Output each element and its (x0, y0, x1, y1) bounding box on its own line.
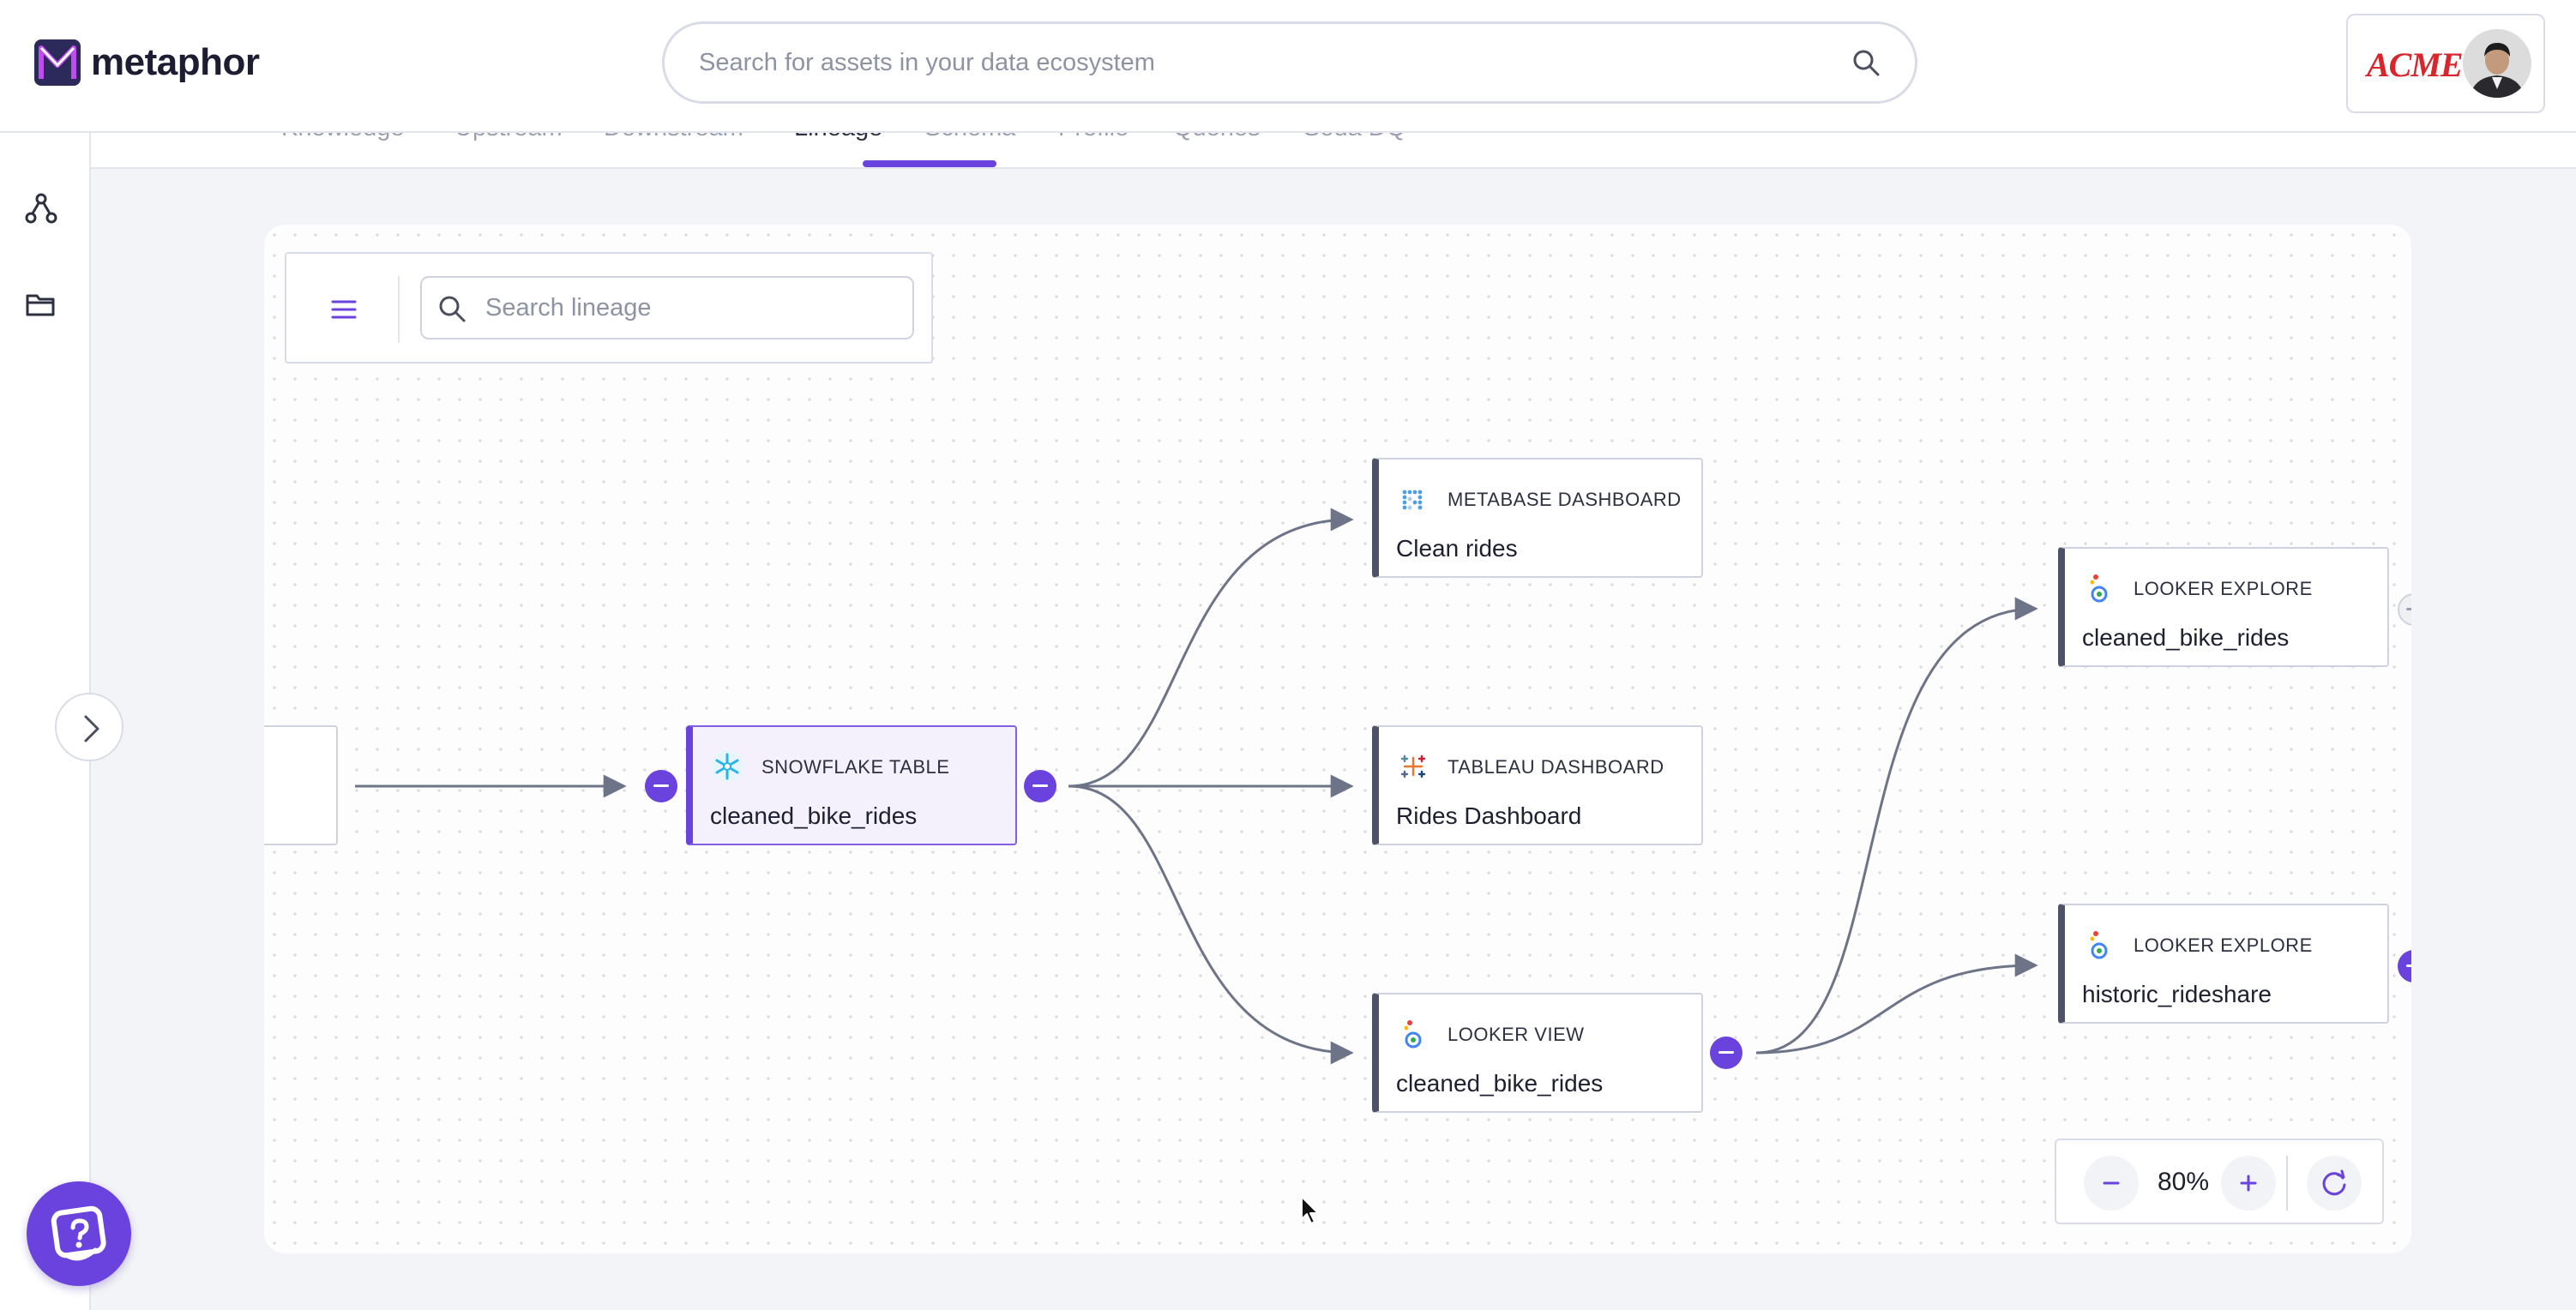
node-name: cleaned_bike_rides (2082, 624, 2290, 651)
avatar-portrait-icon (2463, 29, 2531, 98)
edge-snowflake-to-metabase (1068, 508, 1354, 788)
search-icon (439, 296, 466, 322)
collapse-downstream-button[interactable] (2398, 950, 2411, 982)
brand-name: metaphor (91, 41, 260, 83)
edge-looker-view-to-explore-2 (1755, 953, 2038, 1055)
node-name: Rides Dashboard (1396, 802, 1582, 829)
metabase-icon (1402, 490, 1423, 510)
zoom-out-button[interactable] (2084, 1156, 2139, 1211)
lineage-node-snowflake-table[interactable]: SNOWFLAKE TABLE cleaned_bike_rides (686, 725, 1017, 845)
edge-snowflake-to-looker-view (1068, 784, 1354, 1065)
node-type-label: LOOKER EXPLORE (2134, 934, 2313, 956)
reset-view-button[interactable] (2307, 1156, 2362, 1211)
folder-icon[interactable] (24, 287, 58, 321)
metaphor-logo-icon (34, 39, 81, 86)
entity-tab-bar: Knowledge Upstream Downstream Lineage Sc… (91, 114, 2576, 169)
node-name: cleaned_bike_rides (1396, 1070, 1604, 1097)
mouse-cursor-icon (1301, 1196, 1319, 1224)
tableau-icon (1400, 754, 1426, 778)
collapse-upstream-button[interactable] (645, 770, 677, 802)
chevron-right-icon (84, 715, 99, 742)
collapse-downstream-button[interactable] (1710, 1037, 1742, 1069)
lineage-node-looker-explore[interactable]: LOOKER EXPLORE historic_rideshare (2058, 904, 2389, 1024)
node-type-label: METABASE DASHBOARD (1447, 489, 1682, 510)
lineage-toolbox (285, 252, 933, 364)
zoom-controls: 80% (2055, 1139, 2384, 1224)
lineage-edges (355, 508, 2038, 1065)
node-type-label: LOOKER VIEW (1447, 1024, 1585, 1045)
node-name: cleaned_bike_rides (710, 802, 918, 829)
refresh-icon (2322, 1169, 2346, 1196)
lineage-node-tableau-dashboard[interactable]: TABLEAU DASHBOARD Rides Dashboard (1372, 725, 1703, 845)
node-type-label: TABLEAU DASHBOARD (1447, 756, 1664, 778)
looker-icon (2090, 574, 2108, 603)
snowflake-icon (711, 750, 743, 783)
help-chat-icon (51, 1205, 106, 1261)
top-header: metaphor ACME (0, 0, 2576, 133)
node-name: historic_rideshare (2082, 981, 2272, 1007)
help-chat-button[interactable] (27, 1181, 131, 1286)
zoom-in-button[interactable] (2221, 1156, 2276, 1211)
node-type-label: LOOKER EXPLORE (2134, 578, 2313, 599)
lineage-node-metabase-dashboard[interactable]: METABASE DASHBOARD Clean rides (1372, 458, 1703, 578)
node-type-label: SNOWFLAKE TABLE (761, 756, 950, 778)
lineage-node-looker-view[interactable]: LOOKER VIEW cleaned_bike_rides (1372, 993, 1703, 1113)
upstream-node-partial[interactable] (264, 725, 338, 845)
plus-icon (2240, 1175, 2257, 1192)
global-search-input[interactable] (699, 24, 1814, 101)
metaphor-logo[interactable]: metaphor (34, 39, 260, 86)
user-avatar[interactable] (2463, 29, 2531, 98)
global-search-box[interactable] (662, 21, 1917, 104)
lineage-graph-icon[interactable] (24, 191, 58, 225)
node-name: Clean rides (1396, 535, 1518, 562)
collapse-downstream-button[interactable] (1024, 770, 1056, 802)
minus-icon (2103, 1181, 2120, 1185)
edge-looker-view-to-explore-1 (1755, 597, 2038, 1055)
account-menu[interactable]: ACME (2346, 14, 2545, 113)
zoom-divider (2286, 1156, 2288, 1211)
lineage-search-box[interactable] (420, 276, 914, 340)
organization-logo: ACME (2367, 45, 2464, 84)
active-tab-indicator (863, 160, 996, 167)
hamburger-menu-icon[interactable] (322, 288, 365, 331)
lineage-node-looker-explore[interactable]: LOOKER EXPLORE cleaned_bike_rides (2058, 547, 2389, 667)
toolbox-divider (398, 276, 400, 343)
search-icon[interactable] (1851, 48, 1881, 77)
expand-sidebar-button[interactable] (55, 693, 123, 761)
lineage-canvas[interactable]: SNOWFLAKE TABLE cleaned_bike_rides METAB… (264, 225, 2411, 1253)
zoom-level: 80% (2157, 1168, 2210, 1196)
lineage-search-input[interactable] (485, 278, 897, 338)
looker-icon (1404, 1020, 1422, 1049)
looker-icon (2090, 931, 2108, 959)
